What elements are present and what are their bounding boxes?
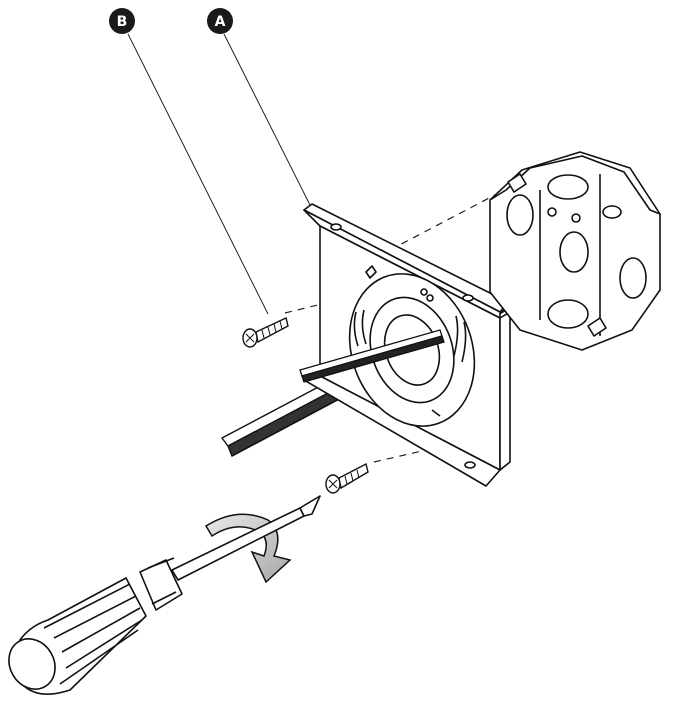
leader-line-a [223, 33, 311, 206]
callout-badge-a: A [207, 8, 233, 34]
callout-a-label: A [215, 14, 226, 30]
callout-leaders [127, 33, 311, 315]
octagon-junction-box [489, 151, 661, 351]
callout-b-label: B [117, 14, 128, 30]
callout-badge-b: B [109, 8, 135, 34]
machine-screw-bottom [325, 462, 369, 494]
screwdriver [8, 495, 321, 695]
callout-a-circle [207, 8, 233, 34]
support-bar-front [299, 329, 445, 383]
callout-b-circle [109, 8, 135, 34]
leader-line-b [127, 33, 269, 315]
machine-screw-b [242, 317, 289, 348]
